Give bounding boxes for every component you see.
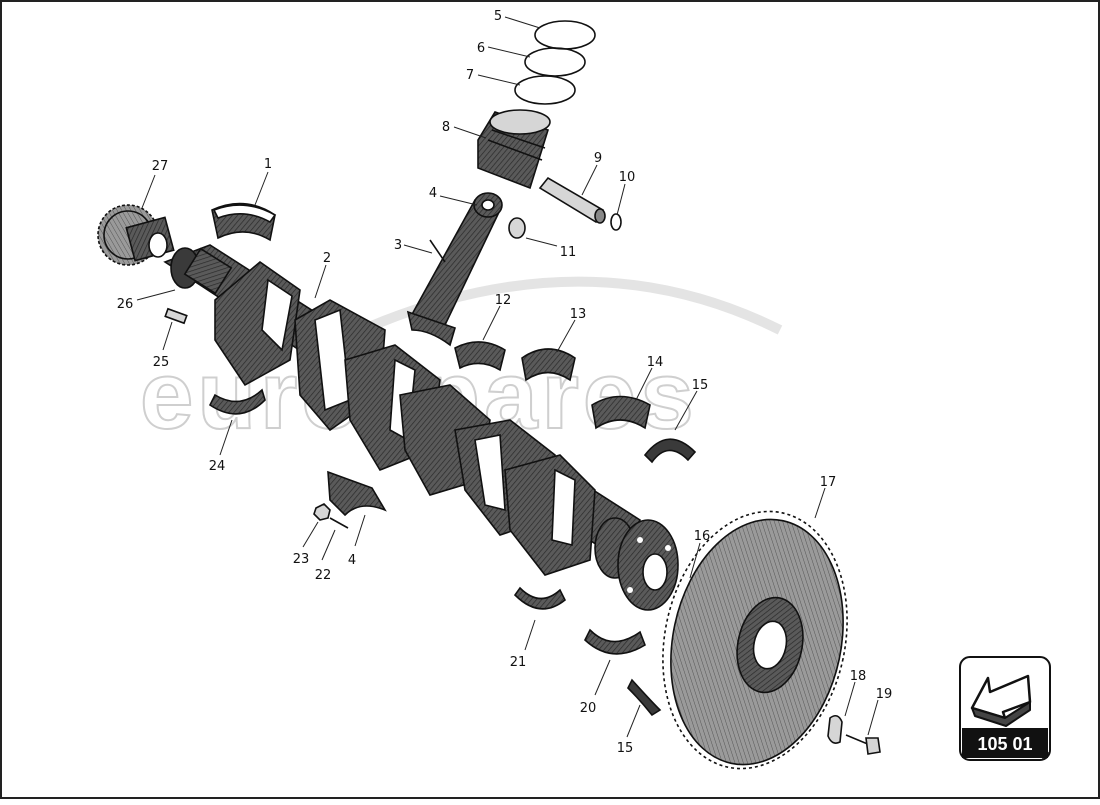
bearing-shell-13 xyxy=(521,348,576,382)
connecting-rod xyxy=(406,192,503,347)
bearing-shell-14 xyxy=(591,395,651,430)
leader-lines xyxy=(136,16,879,738)
small-bolt xyxy=(329,517,349,529)
callout-4b: 4 xyxy=(348,553,356,568)
page-badge[interactable]: 105 01 xyxy=(959,656,1051,761)
callout-24: 24 xyxy=(209,459,226,474)
piston-pin xyxy=(538,176,606,224)
bearing-shell-12 xyxy=(454,341,506,372)
callout-19: 19 xyxy=(876,687,893,702)
bearing-shell-20 xyxy=(584,628,646,655)
circlip xyxy=(610,213,622,231)
lock-plate xyxy=(827,714,843,744)
callout-16: 16 xyxy=(694,529,711,544)
flywheel-bolt xyxy=(845,734,881,755)
callout-25: 25 xyxy=(153,355,170,370)
callout-23: 23 xyxy=(293,552,310,567)
callout-9: 9 xyxy=(594,151,602,166)
flywheel xyxy=(662,510,848,770)
callout-27: 27 xyxy=(152,159,169,174)
page-number: 105 01 xyxy=(977,734,1032,754)
piston-ring-6 xyxy=(524,47,586,77)
bearing-shell-24 xyxy=(208,388,266,415)
callout-3: 3 xyxy=(394,238,402,253)
piston-ring-5 xyxy=(534,20,596,50)
bearing-shell-1 xyxy=(211,202,277,242)
callout-18: 18 xyxy=(850,669,867,684)
callout-2: 2 xyxy=(323,251,331,266)
callout-11: 11 xyxy=(560,245,577,260)
thrust-washer-15 xyxy=(643,438,697,464)
bush xyxy=(508,217,526,239)
bearing-shell-21 xyxy=(513,586,567,610)
timing-gear xyxy=(97,204,175,266)
callout-15: 15 xyxy=(692,378,709,393)
callout-labels: 1 2 3 4 5 6 7 8 9 10 11 12 13 14 15 16 1… xyxy=(117,9,893,756)
callout-26: 26 xyxy=(117,297,134,312)
callout-20: 20 xyxy=(580,701,597,716)
callout-12: 12 xyxy=(495,293,512,308)
callout-10: 10 xyxy=(619,170,636,185)
woodruff-key xyxy=(164,307,188,325)
callout-8: 8 xyxy=(442,120,450,135)
callout-17: 17 xyxy=(820,475,837,490)
nut xyxy=(313,503,331,521)
thrust-washer-15b xyxy=(627,678,662,717)
bearing-cap-4 xyxy=(327,470,387,517)
callout-7: 7 xyxy=(466,68,474,83)
crankshaft xyxy=(163,244,679,611)
callout-14: 14 xyxy=(647,355,664,370)
callout-15b: 15 xyxy=(617,741,634,756)
piston-ring-7 xyxy=(514,75,576,105)
piston xyxy=(477,109,551,190)
callout-5: 5 xyxy=(494,9,502,24)
callout-21: 21 xyxy=(510,655,527,670)
callout-1: 1 xyxy=(264,157,272,172)
callout-22: 22 xyxy=(315,568,332,583)
callout-13: 13 xyxy=(570,307,587,322)
callout-6: 6 xyxy=(477,41,485,56)
back-arrow-icon xyxy=(970,674,1032,727)
callout-4: 4 xyxy=(429,186,437,201)
